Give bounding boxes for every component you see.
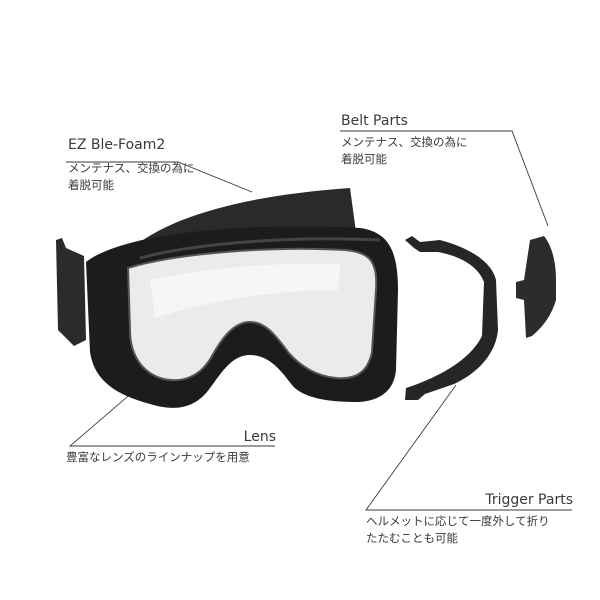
belt-title: Belt Parts xyxy=(341,113,408,129)
belt-desc-line1: メンテナス、交換の為に xyxy=(341,135,468,149)
callout-foam: EZ Ble-Foam2 メンテナス、交換の為に 着脱可能 xyxy=(68,136,195,194)
belt-desc-line2: 着脱可能 xyxy=(341,152,387,166)
trigger-leader-line xyxy=(365,384,572,511)
lens-title: Lens xyxy=(243,429,276,445)
foam-desc-line2: 着脱可能 xyxy=(68,178,114,192)
trigger-desc-line2: たたむことも可能 xyxy=(366,531,458,545)
callout-trigger: Trigger Parts ヘルメットに応じて一度外して折り たたむことも可能 xyxy=(366,491,573,547)
trigger-desc-line1: ヘルメットに応じて一度外して折り xyxy=(366,514,550,528)
foam-desc-line1: メンテナス、交換の為に xyxy=(68,161,195,175)
foam-leader-line xyxy=(66,161,253,193)
belt-part-clip xyxy=(516,236,556,338)
lens-desc-line1: 豊富なレンズのラインナップを用意 xyxy=(66,450,250,464)
callout-lens: Lens 豊富なレンズのラインナップを用意 xyxy=(66,428,276,466)
trigger-part xyxy=(405,236,498,400)
callout-belt: Belt Parts メンテナス、交換の為に 着脱可能 xyxy=(341,112,468,168)
left-strap-end xyxy=(56,238,86,346)
leader-lines xyxy=(66,130,572,511)
foam-title: EZ Ble-Foam2 xyxy=(68,137,166,153)
belt-leader-line xyxy=(340,130,549,227)
trigger-title: Trigger Parts xyxy=(485,492,573,508)
